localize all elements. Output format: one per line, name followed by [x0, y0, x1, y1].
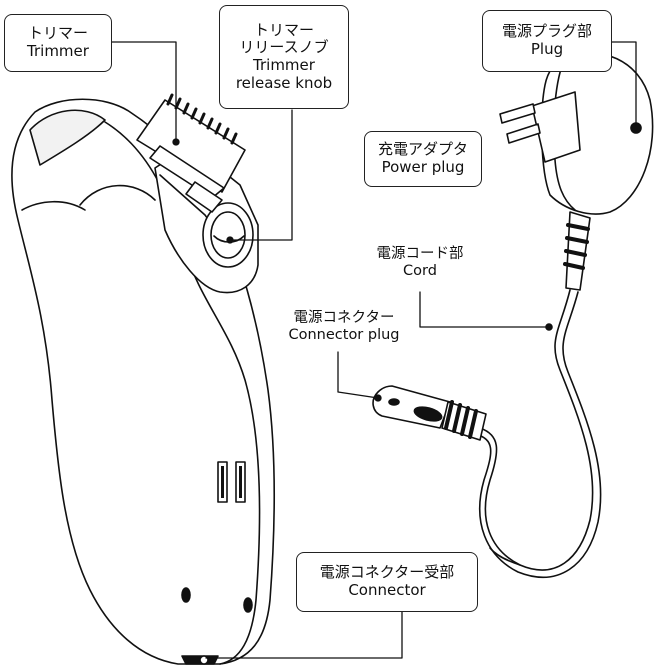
- label-knob-jp-line1: トリマー: [253, 20, 314, 39]
- trimmer-housing: [154, 144, 259, 294]
- label-connector-plug-jp: 電源コネクター: [293, 310, 395, 326]
- leader-connector: [205, 609, 403, 659]
- switch-slots: [217, 461, 246, 503]
- power-adapter: [499, 52, 654, 291]
- power-cord: [475, 289, 602, 578]
- leader-plug: [611, 41, 637, 127]
- label-trimmer-jp: トリマー: [27, 24, 88, 43]
- trimmer-blade: [136, 93, 246, 213]
- label-knob-en-line1: Trimmer: [253, 56, 315, 74]
- label-trimmer: トリマー Trimmer: [4, 14, 112, 72]
- label-connector-plug: 電源コネクター Connector plug: [276, 310, 412, 345]
- label-trimmer-en: Trimmer: [27, 42, 89, 60]
- label-cord-jp: 電源コード部: [376, 246, 464, 262]
- connector-plug: [372, 385, 487, 441]
- connector-socket: [181, 655, 219, 665]
- label-knob-jp-line2: リリースノブ: [239, 38, 329, 57]
- label-connector-en: Connector: [348, 581, 426, 599]
- leader-connector-plug: [337, 351, 379, 399]
- leader-trimmer: [111, 41, 177, 143]
- leader-knob: [229, 109, 293, 241]
- label-cord-en: Cord: [403, 263, 437, 280]
- label-connector: 電源コネクター受部 Connector: [296, 552, 478, 612]
- label-plug-en: Plug: [530, 40, 564, 58]
- label-connector-plug-en: Connector plug: [288, 327, 400, 344]
- label-connector-jp: 電源コネクター受部: [319, 563, 455, 582]
- leader-lines: [111, 41, 637, 659]
- body-hole-left: [181, 587, 191, 603]
- label-power-plug-en: Power plug: [381, 158, 465, 176]
- label-power-plug: 充電アダプタ Power plug: [364, 131, 482, 187]
- label-trimmer-release-knob: トリマー リリースノブ Trimmer release knob: [219, 5, 349, 109]
- label-knob-en-line2: release knob: [235, 73, 333, 92]
- label-cord: 電源コード部 Cord: [364, 246, 476, 281]
- label-power-plug-jp: 充電アダプタ: [377, 140, 468, 159]
- label-plug: 電源プラグ部 Plug: [482, 10, 612, 72]
- leader-cord: [419, 291, 550, 328]
- label-plug-jp: 電源プラグ部: [501, 22, 592, 41]
- body-hole-right: [243, 597, 253, 613]
